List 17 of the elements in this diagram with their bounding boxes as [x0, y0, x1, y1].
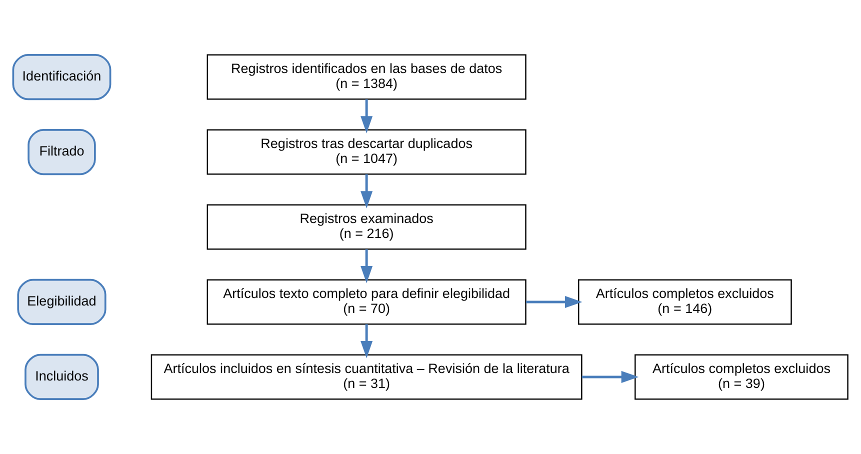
arrow	[582, 370, 639, 383]
node-box: Filtrado	[28, 128, 96, 176]
node-box: Registros examinados (n = 216)	[206, 204, 526, 250]
arrow	[360, 99, 373, 134]
arrow	[526, 296, 582, 308]
node-box: Registros identificados en las bases de datos (n = 1384)	[206, 54, 526, 100]
node-box: Identificación	[12, 54, 112, 100]
node-box: Registros tras descartar duplicados (n = 1047)	[206, 129, 526, 175]
node-box: Artículos completos excluidos (n = 146)	[578, 279, 792, 325]
node-box: Artículos incluidos en síntesis cuantitativa – Revisión de la literatura (n = 31)	[150, 354, 582, 400]
arrow	[360, 324, 373, 358]
arrow	[360, 174, 373, 208]
node-box: Artículos completos excluidos (n = 39)	[634, 354, 848, 400]
node-box: Elegibilidad	[17, 278, 106, 326]
node-box: Artículos texto completo para definir elegibilidad (n = 70)	[206, 279, 526, 325]
node-box: Incluidos	[24, 354, 99, 400]
arrow	[360, 249, 373, 284]
